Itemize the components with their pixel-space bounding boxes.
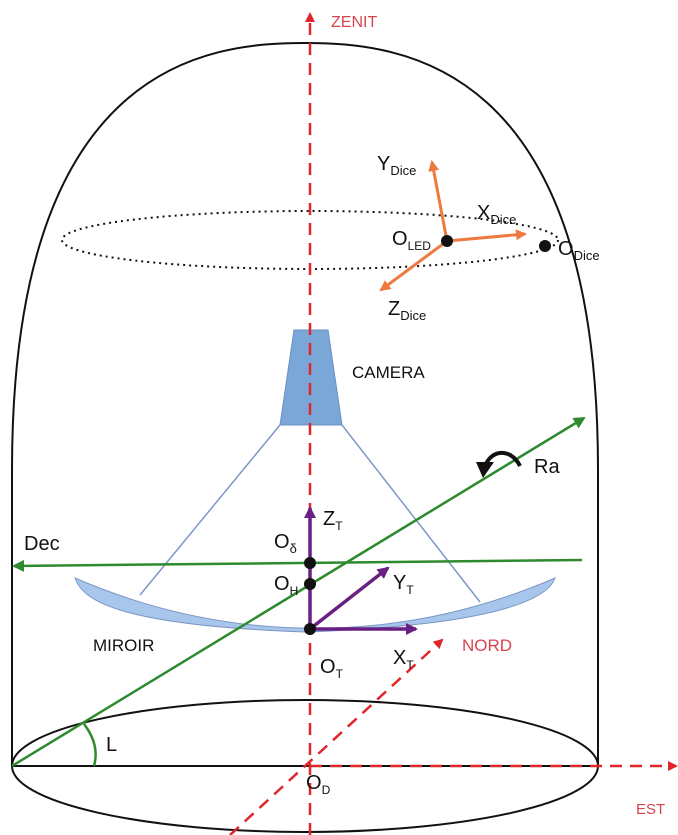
origin-dice-point: [539, 240, 551, 252]
latitude-angle-label: L: [106, 734, 117, 756]
camera-shape: [279, 329, 343, 426]
mirror-shape: [74, 577, 556, 633]
odice-label: ODice: [558, 238, 600, 263]
yt-axis: [308, 566, 390, 631]
ra-label: Ra: [534, 456, 560, 478]
zdice-label: ZDice: [388, 298, 426, 323]
origin-delta-point: [304, 557, 316, 569]
zdice-axis: [379, 239, 448, 292]
oled-label: OLED: [392, 228, 431, 253]
od-label: OD: [306, 772, 331, 797]
zt-label: ZT: [323, 508, 343, 533]
est-label: EST: [636, 801, 665, 818]
dome-outline: [11, 41, 599, 766]
zenit-label: ZENIT: [331, 14, 377, 31]
strut-left: [139, 424, 281, 596]
origin-t-point: [304, 623, 316, 635]
yt-label: YT: [393, 572, 414, 597]
strut-right: [341, 424, 481, 603]
odelta-label: Oδ: [274, 531, 297, 556]
dec-label: Dec: [24, 533, 60, 555]
ydice-label: YDice: [377, 153, 416, 178]
xdice-label: XDice: [477, 202, 516, 227]
ra-rotation-arrowhead: [476, 462, 494, 478]
origin-h-point: [304, 578, 316, 590]
xdice-axis: [446, 229, 527, 243]
oh-label: OH: [274, 573, 298, 598]
nord-axis: [229, 638, 444, 835]
camera-label: CAMERA: [352, 363, 425, 382]
ot-label: OT: [320, 656, 344, 681]
dec-axis: [12, 558, 583, 572]
origin-led-point: [441, 235, 453, 247]
xt-label: XT: [393, 647, 414, 672]
miroir-label: MIROIR: [93, 636, 154, 655]
ydice-axis: [428, 160, 449, 242]
ra-axis: [11, 416, 586, 768]
nord-label: NORD: [462, 636, 512, 655]
latitude-angle-arc: [83, 723, 97, 767]
